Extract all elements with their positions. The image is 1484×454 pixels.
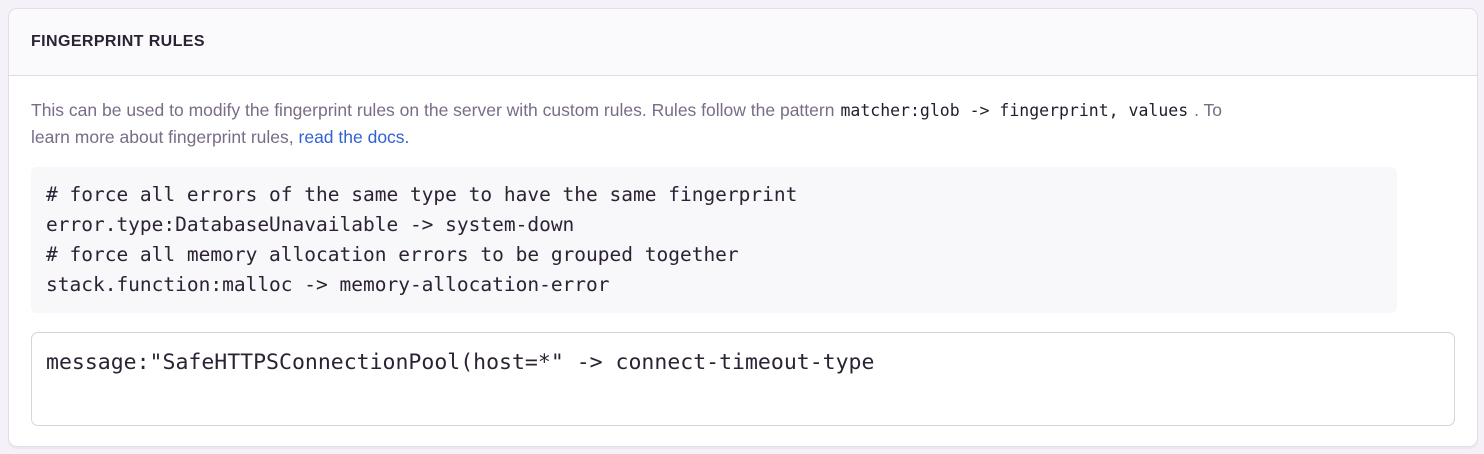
example-code-block: # force all errors of the same type to h…: [31, 167, 1397, 313]
fingerprint-rules-panel: FINGERPRINT RULES This can be used to mo…: [8, 8, 1478, 447]
panel-header: FINGERPRINT RULES: [9, 9, 1477, 76]
pattern-inline-code: matcher:glob -> fingerprint, values: [840, 101, 1189, 120]
description-text-line2: learn more about fingerprint rules,: [31, 127, 294, 147]
fingerprint-rules-input[interactable]: message:"SafeHTTPSConnectionPool(host=*"…: [31, 332, 1455, 426]
read-the-docs-link[interactable]: read the docs.: [298, 127, 410, 147]
description: This can be used to modify the fingerpri…: [31, 97, 1401, 150]
panel-body: This can be used to modify the fingerpri…: [9, 76, 1477, 446]
description-text-after-code: . To: [1194, 100, 1223, 120]
panel-title: FINGERPRINT RULES: [31, 33, 205, 50]
description-text-intro: This can be used to modify the fingerpri…: [31, 100, 835, 120]
